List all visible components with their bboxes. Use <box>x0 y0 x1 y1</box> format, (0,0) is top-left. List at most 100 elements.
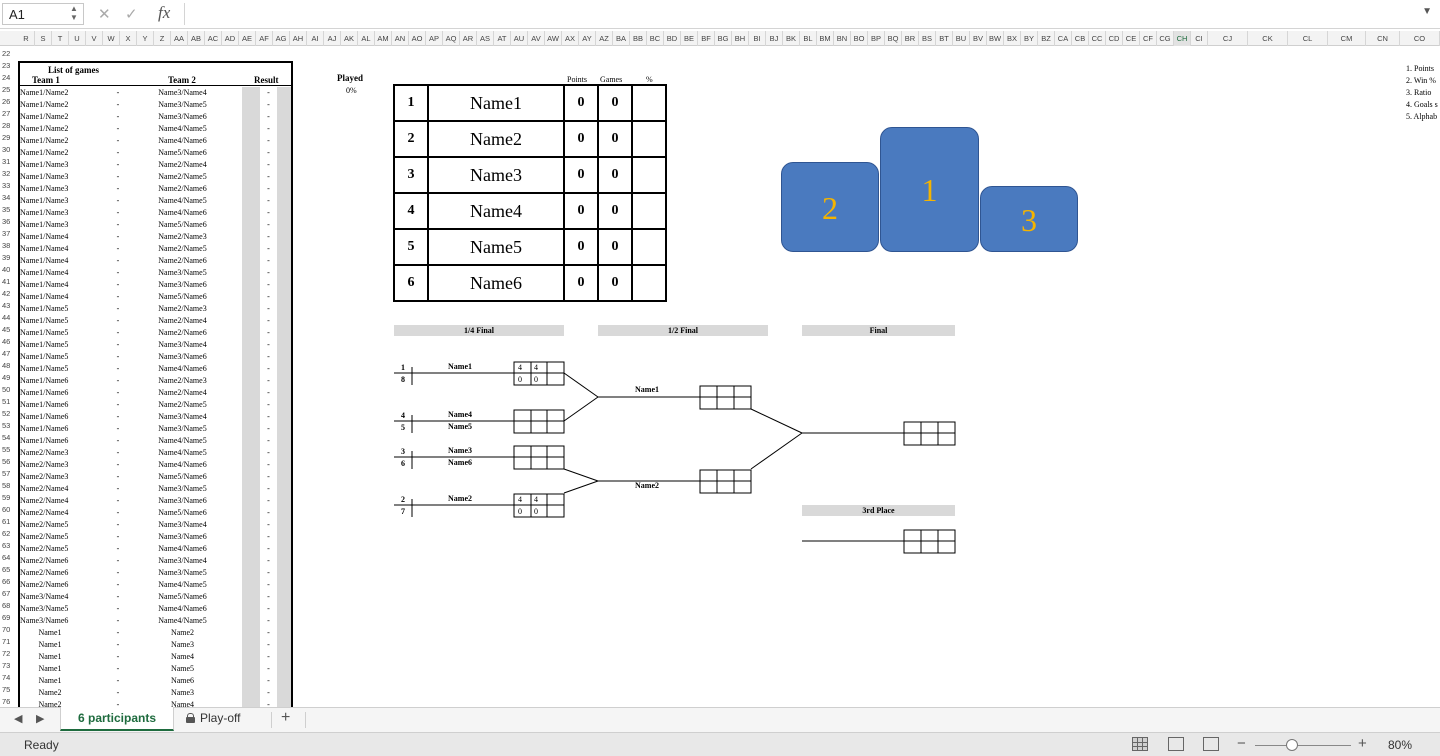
game-team2[interactable]: Name4/Name6 <box>158 136 207 145</box>
standings-points[interactable]: 0 <box>565 266 599 300</box>
game-result[interactable]: - <box>267 556 270 565</box>
row-header-74[interactable]: 74 <box>2 673 11 682</box>
game-team2[interactable]: Name2/Name5 <box>158 172 207 181</box>
qf-name-top[interactable]: Name4 <box>448 410 472 419</box>
game-result[interactable]: - <box>267 496 270 505</box>
column-header-bf[interactable]: BF <box>698 31 715 46</box>
row-header-36[interactable]: 36 <box>2 217 11 226</box>
game-result[interactable]: - <box>267 352 270 361</box>
column-header-bm[interactable]: BM <box>817 31 834 46</box>
prev-sheet-icon[interactable]: ◀ <box>14 713 23 725</box>
game-team2[interactable]: Name3/Name5 <box>158 568 207 577</box>
row-header-55[interactable]: 55 <box>2 445 11 454</box>
row-header-33[interactable]: 33 <box>2 181 11 190</box>
column-header-av[interactable]: AV <box>528 31 545 46</box>
game-team1[interactable]: Name1/Name3 <box>20 184 69 193</box>
game-team1[interactable]: Name1/Name4 <box>20 280 69 289</box>
game-team2[interactable]: Name4/Name6 <box>158 544 207 553</box>
game-result[interactable]: - <box>267 628 270 637</box>
game-team1[interactable]: Name1/Name6 <box>20 436 69 445</box>
game-result[interactable]: - <box>267 400 270 409</box>
row-header-66[interactable]: 66 <box>2 577 11 586</box>
game-result[interactable]: - <box>267 316 270 325</box>
column-header-co[interactable]: CO <box>1400 31 1440 46</box>
row-header-68[interactable]: 68 <box>2 601 11 610</box>
game-result[interactable]: - <box>267 304 270 313</box>
sf-name-2[interactable]: Name2 <box>635 481 659 490</box>
game-team1[interactable]: Name2 <box>38 688 62 697</box>
column-header-bk[interactable]: BK <box>783 31 800 46</box>
qf-name-top[interactable]: Name3 <box>448 446 472 455</box>
row-header-57[interactable]: 57 <box>2 469 11 478</box>
game-team2[interactable]: Name5/Name6 <box>158 220 207 229</box>
game-team2[interactable]: Name3/Name6 <box>158 496 207 505</box>
game-team2[interactable]: Name4/Name5 <box>158 436 207 445</box>
column-header-cd[interactable]: CD <box>1106 31 1123 46</box>
game-team2[interactable]: Name3/Name4 <box>158 556 207 565</box>
game-team1[interactable]: Name2/Name4 <box>20 508 69 517</box>
game-team1[interactable]: Name1/Name6 <box>20 412 69 421</box>
game-result[interactable]: - <box>267 472 270 481</box>
game-team2[interactable]: Name3/Name5 <box>158 100 207 109</box>
game-team2[interactable]: Name2/Name3 <box>158 376 207 385</box>
formula-input[interactable] <box>184 3 1420 25</box>
game-team2[interactable]: Name4/Name6 <box>158 604 207 613</box>
qf-name-top[interactable]: Name1 <box>448 362 472 371</box>
row-header-45[interactable]: 45 <box>2 325 11 334</box>
game-result[interactable]: - <box>267 220 270 229</box>
standings-pct[interactable] <box>633 230 665 264</box>
game-result[interactable]: - <box>267 688 270 697</box>
game-team2[interactable]: Name2/Name6 <box>158 328 207 337</box>
zoom-in-button[interactable]: + <box>1358 735 1367 752</box>
game-team1[interactable]: Name1 <box>38 628 62 637</box>
game-team1[interactable]: Name1 <box>38 664 62 673</box>
game-team2[interactable]: Name5/Name6 <box>158 148 207 157</box>
row-header-47[interactable]: 47 <box>2 349 11 358</box>
game-result[interactable]: - <box>267 388 270 397</box>
row-header-42[interactable]: 42 <box>2 289 11 298</box>
column-header-au[interactable]: AU <box>511 31 528 46</box>
column-header-be[interactable]: BE <box>681 31 698 46</box>
game-result[interactable]: - <box>267 580 270 589</box>
name-box-spinner-icon[interactable]: ▲▼ <box>70 4 78 22</box>
sf-name-1[interactable]: Name1 <box>635 385 659 394</box>
game-result[interactable]: - <box>267 292 270 301</box>
game-team1[interactable]: Name1/Name4 <box>20 244 69 253</box>
row-header-64[interactable]: 64 <box>2 553 11 562</box>
game-team2[interactable]: Name4/Name6 <box>158 460 207 469</box>
game-result[interactable]: - <box>267 136 270 145</box>
row-header-46[interactable]: 46 <box>2 337 11 346</box>
add-sheet-button[interactable]: + <box>281 709 291 726</box>
game-team2[interactable]: Name2/Name4 <box>158 316 207 325</box>
game-result[interactable]: - <box>267 280 270 289</box>
game-result[interactable]: - <box>267 652 270 661</box>
qf-score[interactable]: 0 <box>534 375 538 384</box>
game-team2[interactable]: Name5/Name6 <box>158 472 207 481</box>
game-result[interactable]: - <box>267 424 270 433</box>
column-header-ax[interactable]: AX <box>562 31 579 46</box>
row-header-23[interactable]: 23 <box>2 61 11 70</box>
podium-second[interactable]: 2 <box>781 162 879 252</box>
game-team1[interactable]: Name1/Name5 <box>20 340 69 349</box>
standings-games[interactable]: 0 <box>599 194 633 228</box>
game-team1[interactable]: Name2/Name6 <box>20 580 69 589</box>
game-team2[interactable]: Name2/Name6 <box>158 184 207 193</box>
column-header-cl[interactable]: CL <box>1288 31 1328 46</box>
game-result[interactable]: - <box>267 148 270 157</box>
game-result[interactable]: - <box>267 244 270 253</box>
column-header-cg[interactable]: CG <box>1157 31 1174 46</box>
qf-score[interactable]: 4 <box>534 363 538 372</box>
game-team2[interactable]: Name6 <box>170 676 195 685</box>
standings-points[interactable]: 0 <box>565 122 599 156</box>
row-header-63[interactable]: 63 <box>2 541 11 550</box>
game-team1[interactable]: Name1/Name4 <box>20 232 69 241</box>
game-team1[interactable]: Name1/Name5 <box>20 304 69 313</box>
game-team1[interactable]: Name1 <box>38 640 62 649</box>
zoom-out-button[interactable]: − <box>1237 735 1246 752</box>
game-team1[interactable]: Name3/Name5 <box>20 604 69 613</box>
qf-score[interactable]: 0 <box>518 375 522 384</box>
row-header-51[interactable]: 51 <box>2 397 11 406</box>
standings-games[interactable]: 0 <box>599 266 633 300</box>
game-result[interactable]: - <box>267 112 270 121</box>
game-team1[interactable]: Name1/Name5 <box>20 328 69 337</box>
